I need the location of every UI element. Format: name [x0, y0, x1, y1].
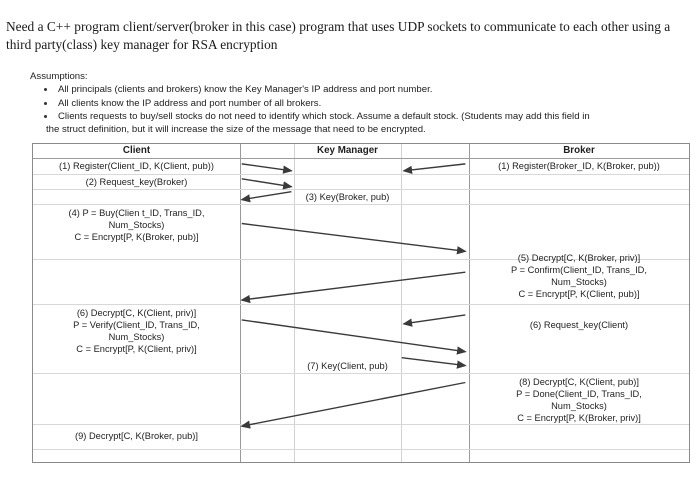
arrow-client-request-key	[241, 178, 293, 190]
client-step-6-line1: (6) Decrypt[C, K(Client, priv)]	[76, 308, 197, 318]
assumptions-list: All principals (clients and brokers) kno…	[30, 84, 690, 136]
arrow-broker-request-key	[402, 314, 466, 327]
assumptions-block: Assumptions: All principals (clients and…	[30, 70, 690, 137]
assumptions-heading: Assumptions:	[30, 71, 88, 82]
arrow-client-register	[241, 163, 293, 174]
grid-hline	[33, 189, 689, 190]
client-step-9: (9) Decrypt[C, K(Broker, pub)]	[75, 431, 198, 441]
list-item-text: Clients requests to buy/sell stocks do n…	[58, 111, 590, 123]
bullet-icon	[44, 88, 47, 91]
broker-step-1: (1) Register(Broker_ID, K(Broker, pub))	[498, 161, 660, 171]
list-item: All principals (clients and brokers) kno…	[30, 84, 690, 97]
grid-hline	[33, 304, 689, 305]
client-step-2: (2) Request_key(Broker)	[85, 177, 188, 187]
client-step-6-line3: Num_Stocks)	[108, 332, 165, 342]
client-step-6-line4: C = Encrypt[P, K(Client, priv)]	[76, 344, 197, 354]
list-item-text: All principals (clients and brokers) kno…	[58, 84, 433, 95]
grid-hline	[33, 259, 689, 260]
broker-step-8-line1: (8) Decrypt[C, K(Client, pub)]	[519, 377, 639, 387]
list-item: All clients know the IP address and port…	[30, 98, 690, 111]
broker-step-5-line1: (5) Decrypt[C, K(Broker, priv)]	[517, 253, 641, 263]
broker-step-8-line4: C = Encrypt[P, K(Broker, priv)]	[517, 413, 641, 423]
client-step-4-line3: C = Encrypt[P, K(Broker, pub)]	[74, 232, 199, 242]
key-manager-step-3: (3) Key(Broker, pub)	[305, 192, 390, 202]
arrow-broker-confirm	[240, 271, 466, 304]
arrow-broker-done	[240, 381, 466, 429]
sequence-diagram-table: Client Key Manager Broker (1) Register(C…	[32, 143, 690, 463]
column-header-client: Client	[122, 145, 151, 156]
broker-step-8-line2: P = Done(Client_ID, Trans_ID,	[516, 389, 642, 399]
column-header-key-manager: Key Manager	[317, 145, 378, 156]
grid-hline	[33, 158, 689, 159]
client-step-1: (1) Register(Client_ID, K(Client, pub))	[59, 161, 214, 171]
grid-vline	[469, 144, 470, 462]
bullet-icon	[44, 115, 47, 119]
client-step-4-line2: Num_Stocks)	[108, 220, 165, 230]
key-manager-step-7: (7) Key(Client, pub)	[307, 361, 388, 371]
client-step-6-line2: P = Verify(Client_ID, Trans_ID,	[73, 320, 200, 330]
grid-vline	[294, 144, 295, 462]
page-title: Need a C++ program client/server(broker …	[6, 19, 671, 52]
arrow-client-buy	[241, 222, 467, 255]
list-item: Clients requests to buy/sell stocks do n…	[30, 111, 690, 136]
grid-hline	[33, 373, 689, 374]
grid-vline	[240, 144, 241, 462]
broker-step-5-line2: P = Confirm(Client_ID, Trans_ID,	[511, 265, 647, 275]
list-item-text: All clients know the IP address and port…	[58, 97, 322, 109]
grid-hline	[33, 174, 689, 175]
client-step-4-line1: (4) P = Buy(Clien t_ID, Trans_ID,	[68, 208, 205, 218]
grid-hline	[33, 449, 689, 450]
broker-step-5-line4: C = Encrypt[P, K(Client, pub)]	[518, 289, 640, 299]
broker-step-5-line3: Num_Stocks)	[551, 277, 607, 287]
broker-step-6: (6) Request_key(Client)	[529, 320, 629, 330]
arrow-key-client-pub	[401, 356, 467, 369]
broker-step-8-line3: Num_Stocks)	[551, 401, 607, 411]
grid-vline	[401, 144, 402, 462]
arrow-client-verify	[241, 319, 467, 355]
grid-hline	[33, 204, 689, 205]
arrow-key-broker-pub	[240, 191, 292, 203]
list-item-text-continued: the struct definition, but it will incre…	[46, 123, 426, 135]
bullet-icon	[44, 101, 47, 105]
column-header-broker: Broker	[563, 145, 595, 156]
arrow-broker-register	[402, 163, 466, 175]
